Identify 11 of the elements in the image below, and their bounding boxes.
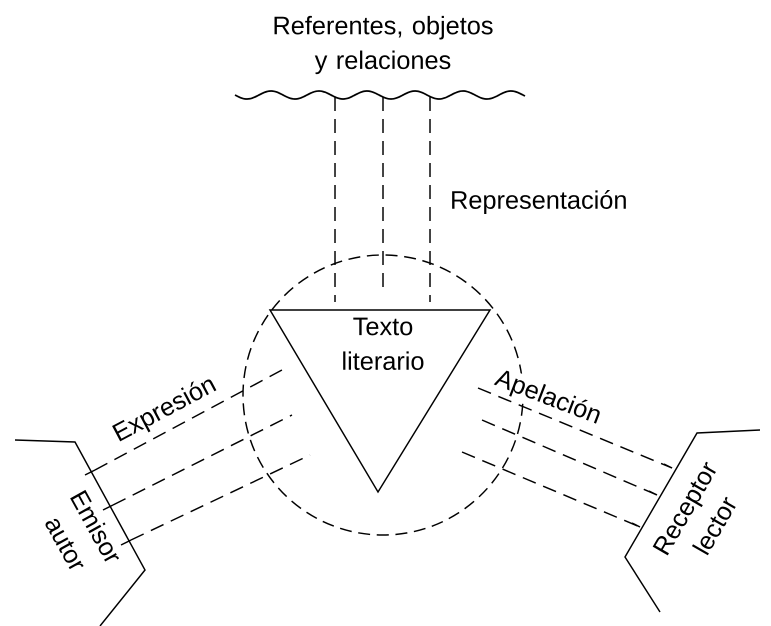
dashed-line	[334, 97, 336, 302]
dashed-line	[482, 419, 658, 496]
dashed-line	[94, 369, 282, 471]
dashed-line	[478, 387, 672, 469]
wavy-line-with-text: Referentes, objetos y relaciones	[234, 16, 526, 100]
dashed-line	[382, 97, 384, 287]
dashed-line	[462, 451, 640, 528]
edge-label: Representación	[448, 188, 629, 216]
dashed-line	[429, 97, 431, 302]
dashed-line	[130, 454, 310, 541]
dashed-line	[112, 414, 292, 506]
